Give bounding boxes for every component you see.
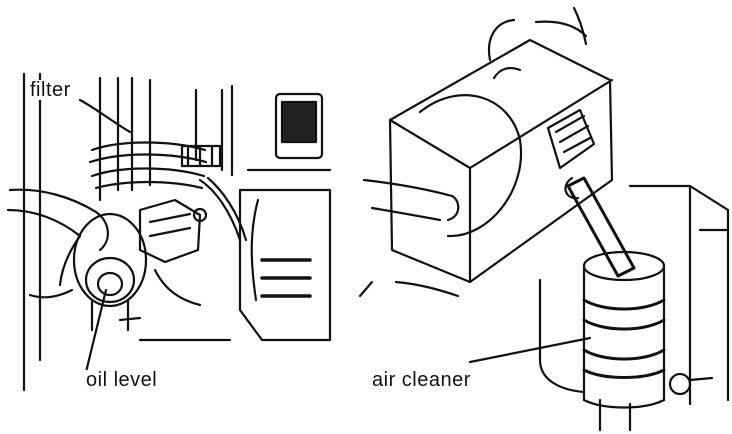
left-engine-drawing — [6, 72, 332, 392]
wrench — [564, 176, 636, 278]
carburetor-parts — [138, 176, 248, 307]
right-engine-block — [538, 184, 730, 432]
engine-housing — [238, 92, 332, 342]
left-hand — [6, 188, 109, 299]
air-cleaner-leader-line — [468, 336, 592, 364]
top-hand — [487, 6, 588, 80]
filter-leader-line — [78, 98, 132, 134]
oil-filler-cap — [72, 212, 148, 332]
oil-level-label: oil level — [84, 369, 160, 391]
air-cleaner-cover — [388, 38, 614, 284]
air-cleaner-label: air cleaner — [370, 369, 473, 391]
oil-level-leader-line — [84, 288, 108, 374]
lower-hand — [358, 178, 460, 298]
filter-clamp — [88, 141, 222, 190]
air-cleaner-element — [582, 250, 666, 409]
right-air-cleaner-drawing — [358, 6, 730, 432]
filter-label: filter — [28, 79, 73, 101]
